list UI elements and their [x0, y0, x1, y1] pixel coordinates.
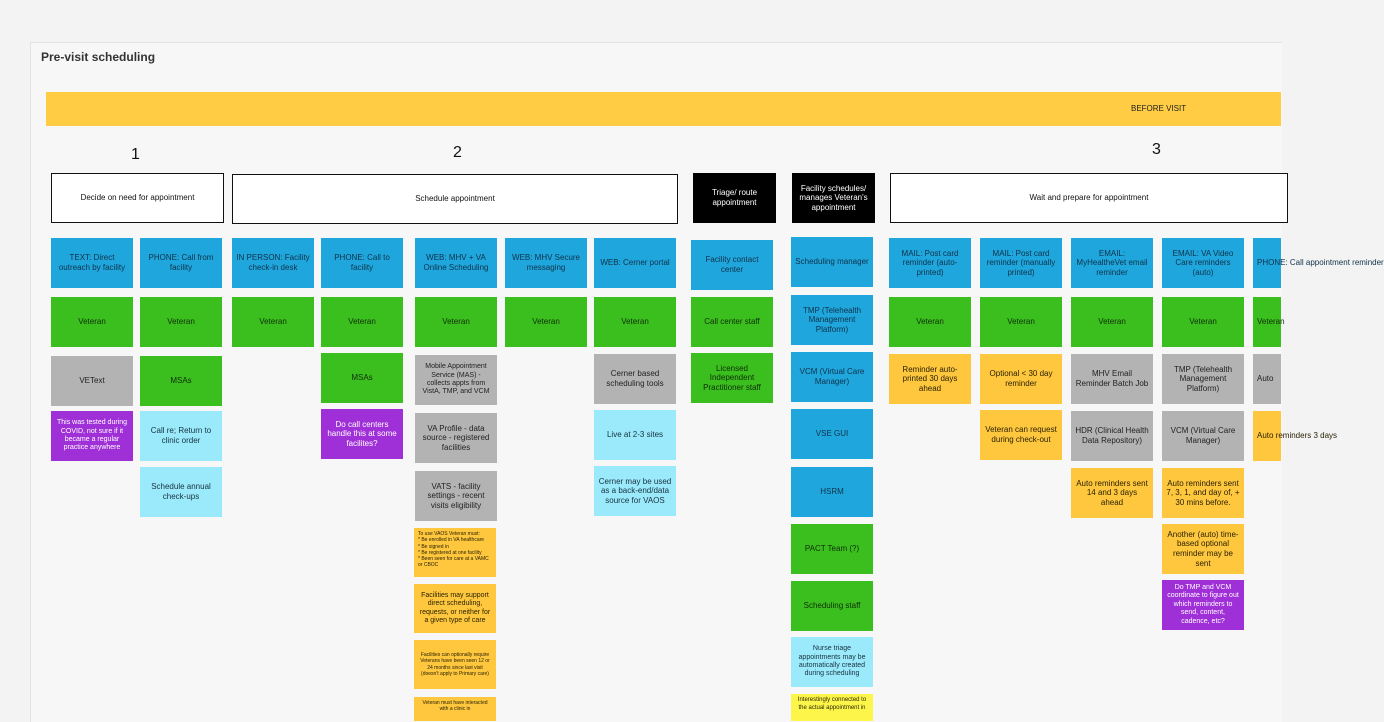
sticky-actor-veteran[interactable]: Veteran — [140, 297, 222, 347]
stage-wait-prepare[interactable]: Wait and prepare for appointment — [890, 173, 1288, 223]
sticky-system-tmp[interactable]: TMP (Telehealth Management Platform) — [1162, 354, 1244, 404]
sticky-system-vats[interactable]: VATS - facility settings - recent visits… — [415, 471, 497, 521]
sticky-question-call-centers[interactable]: Do call centers handle this at some faci… — [321, 409, 403, 459]
sticky-system-auto[interactable]: Auto — [1253, 354, 1281, 404]
sticky-detail-return-to-clinic[interactable]: Call re; Return to clinic order — [140, 411, 222, 461]
sticky-channel-contact-center[interactable]: Facility contact center — [691, 240, 773, 290]
sticky-channel-in-person[interactable]: IN PERSON: Facility check-in desk — [232, 238, 314, 288]
frame-title[interactable]: Pre-visit scheduling — [41, 50, 156, 64]
sticky-rule-optional-reminder[interactable]: Optional < 30 day reminder — [980, 354, 1062, 404]
phase-label: BEFORE VISIT — [1131, 104, 1187, 113]
sticky-system-vcm[interactable]: VCM (Virtual Care Manager) — [1162, 411, 1244, 461]
sticky-channel-phone-reminder[interactable]: PHONE: Call appointment reminder — [1253, 238, 1384, 288]
sticky-insight-connected-appointment[interactable]: Interestingly connected to the actual ap… — [791, 694, 873, 721]
sticky-channel-web-vaos[interactable]: WEB: MHV + VA Online Scheduling — [415, 238, 497, 288]
sticky-rule-auto-printed[interactable]: Reminder auto-printed 30 days ahead — [889, 354, 971, 404]
sticky-question-covid-test[interactable]: This was tested during COVID, not sure i… — [51, 411, 133, 461]
sticky-system-vse-gui[interactable]: VSE GUI — [791, 409, 873, 459]
sticky-system-mhv-batch-job[interactable]: MHV Email Reminder Batch Job — [1071, 354, 1153, 404]
sticky-actor-veteran[interactable]: Veteran — [415, 297, 497, 347]
sticky-system-vetext[interactable]: VEText — [51, 356, 133, 406]
stage-decide-need[interactable]: Decide on need for appointment — [51, 173, 224, 223]
sticky-actor-lip-staff[interactable]: Licensed Independent Practitioner staff — [691, 353, 773, 403]
sticky-channel-scheduling-manager[interactable]: Scheduling manager — [791, 237, 873, 287]
step-number-3: 3 — [1152, 141, 1161, 158]
sticky-rule-time-based-reminder[interactable]: Another (auto) time-based optional remin… — [1162, 524, 1244, 574]
sticky-rule-auto-reminders-14-3[interactable]: Auto reminders sent 14 and 3 days ahead — [1071, 468, 1153, 518]
sticky-actor-pact-team[interactable]: PACT Team (?) — [791, 524, 873, 574]
sticky-actor-veteran[interactable]: Veteran — [1162, 297, 1244, 347]
sticky-rule-request-checkout[interactable]: Veteran can request during check-out — [980, 410, 1062, 460]
sticky-channel-email-mhv[interactable]: EMAIL: MyHealtheVet email reminder — [1071, 238, 1153, 288]
sticky-actor-msas[interactable]: MSAs — [321, 353, 403, 403]
sticky-channel-mail-auto[interactable]: MAIL: Post card reminder (auto-printed) — [889, 238, 971, 288]
sticky-actor-veteran[interactable]: Veteran — [1071, 297, 1153, 347]
sticky-system-va-profile[interactable]: VA Profile - data source - registered fa… — [415, 413, 497, 463]
sticky-channel-email-vvc[interactable]: EMAIL: VA Video Care reminders (auto) — [1162, 238, 1244, 288]
sticky-channel-cerner-portal[interactable]: WEB: Cerner portal — [594, 238, 676, 288]
stage-schedule-appointment[interactable]: Schedule appointment — [232, 174, 678, 224]
sticky-actor-veteran[interactable]: Veteran — [889, 297, 971, 347]
sticky-question-tmp-vcm-coordinate[interactable]: Do TMP and VCM coordinate to figure out … — [1162, 580, 1244, 630]
sticky-channel-secure-messaging[interactable]: WEB: MHV Secure messaging — [505, 238, 587, 288]
sticky-rule-visit-recency[interactable]: Facilities can optionally require Vetera… — [414, 640, 496, 689]
sticky-system-vcm[interactable]: VCM (Virtual Care Manager) — [791, 352, 873, 402]
sticky-channel-phone-from-facility[interactable]: PHONE: Call from facility — [140, 238, 222, 288]
sticky-system-hdr[interactable]: HDR (Clinical Health Data Repository) — [1071, 411, 1153, 461]
sticky-actor-veteran[interactable]: Veteran — [594, 297, 676, 347]
sticky-detail-live-sites[interactable]: Live at 2-3 sites — [594, 410, 676, 460]
sticky-actor-call-center-staff[interactable]: Call center staff — [691, 297, 773, 347]
sticky-channel-text-outreach[interactable]: TEXT: Direct outreach by facility — [51, 238, 133, 288]
stage-triage-route[interactable]: Triage/ route appointment — [693, 173, 776, 223]
sticky-system-hsrm[interactable]: HSRM — [791, 467, 873, 517]
sticky-system-mas[interactable]: Mobile Appointment Service (MAS) - colle… — [415, 355, 497, 405]
sticky-detail-cerner-backend[interactable]: Cerner may be used as a back-end/data so… — [594, 466, 676, 516]
sticky-channel-mail-manual[interactable]: MAIL: Post card reminder (manually print… — [980, 238, 1062, 288]
phase-bar-before-visit[interactable] — [46, 92, 1281, 126]
sticky-actor-veteran[interactable]: Veteran — [321, 297, 403, 347]
sticky-system-cerner-tools[interactable]: Cerner based scheduling tools — [594, 354, 676, 404]
step-number-2: 2 — [453, 144, 462, 161]
sticky-rule-vaos-eligibility[interactable]: To use VAOS Veteran must: * Be enrolled … — [414, 528, 496, 577]
sticky-system-tmp[interactable]: TMP (Telehealth Management Platform) — [791, 295, 873, 345]
step-number-1: 1 — [131, 146, 140, 163]
sticky-detail-nurse-triage[interactable]: Nurse triage appointments may be automat… — [791, 637, 873, 687]
sticky-rule-direct-scheduling[interactable]: Facilities may support direct scheduling… — [414, 584, 496, 633]
sticky-rule-auto-reminders-vvc[interactable]: Auto reminders sent 7, 3, 1, and day of,… — [1162, 468, 1244, 518]
sticky-actor-veteran[interactable]: Veteran — [980, 297, 1062, 347]
sticky-rule-auto-reminders-phone[interactable]: Auto reminders 3 days — [1253, 411, 1337, 461]
sticky-detail-annual-checkups[interactable]: Schedule annual check-ups — [140, 467, 222, 517]
sticky-actor-scheduling-staff[interactable]: Scheduling staff — [791, 581, 873, 631]
sticky-actor-veteran[interactable]: Veteran — [1253, 297, 1285, 347]
sticky-actor-veteran[interactable]: Veteran — [232, 297, 314, 347]
sticky-actor-msas[interactable]: MSAs — [140, 356, 222, 406]
sticky-rule-clinic-interaction[interactable]: Veteran must have interacted with a clin… — [414, 697, 496, 721]
stage-facility-manages[interactable]: Facility schedules/ manages Veteran's ap… — [792, 173, 875, 223]
sticky-actor-veteran[interactable]: Veteran — [505, 297, 587, 347]
sticky-channel-phone-to-facility[interactable]: PHONE: Call to facility — [321, 238, 403, 288]
sticky-actor-veteran[interactable]: Veteran — [51, 297, 133, 347]
